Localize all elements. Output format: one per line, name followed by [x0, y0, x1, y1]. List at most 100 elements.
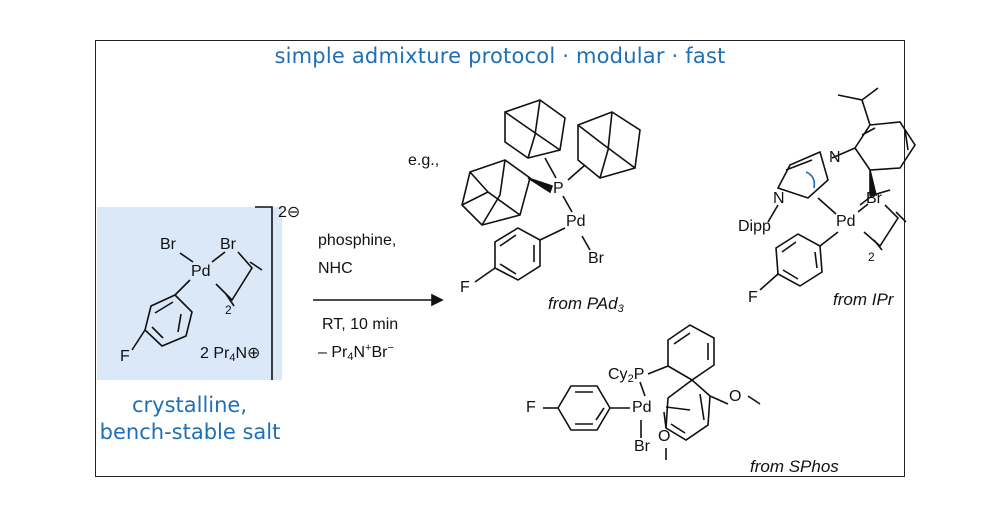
bond-c-ome-2 — [663, 411, 667, 429]
counterion: 2 Pr4N⊕ — [200, 345, 261, 364]
ipr-aryl-ring — [775, 233, 823, 287]
charge-bracket — [255, 206, 273, 380]
bond-c-f-ipr — [759, 273, 779, 291]
dipp-label: Dipp — [738, 218, 771, 235]
dipp-ring-double-1 — [861, 127, 876, 136]
atom-br-pad3: Br — [588, 250, 604, 267]
sphos-lower-double-2 — [670, 423, 686, 434]
isopropyl-2c — [859, 194, 874, 206]
bond-p-ad3 — [567, 164, 586, 181]
bond-p-aryl — [647, 365, 669, 375]
salt-ring-double-1 — [177, 313, 182, 333]
reagent-phosphine: phosphine, — [318, 232, 397, 249]
pad3-ring-double-2 — [499, 234, 517, 247]
atom-f-salt: F — [120, 348, 130, 365]
atom-o-sphos-2: O — [658, 428, 671, 445]
bond-c-ome-1 — [709, 395, 729, 405]
salt-structure — [131, 206, 273, 380]
atom-br-1: Br — [160, 236, 176, 253]
salt-ring-double-2 — [154, 301, 174, 314]
salt-aryl-ring — [144, 294, 193, 347]
atom-f-pad3: F — [460, 279, 470, 296]
salt-caption-line2: bench-stable salt — [99, 420, 281, 444]
atom-br-sphos: Br — [634, 438, 650, 455]
bond-n-dipp — [831, 147, 856, 159]
imidazole-ring — [776, 150, 829, 199]
sphos-upper-double-1 — [673, 332, 691, 345]
bond-pd-br-ipr — [857, 203, 869, 213]
conditions-rt: RT, 10 min — [322, 316, 399, 333]
adamantyl-cage-2 — [504, 99, 566, 159]
dimer-subscript: 2 — [225, 303, 232, 317]
ipr-ring-double-2 — [781, 241, 797, 253]
atom-n-ipr-1: N — [829, 149, 841, 166]
adamantyl-cage-1-inner-b — [481, 159, 506, 226]
dimer-cut-2 — [225, 293, 235, 307]
bridge-bonds — [215, 251, 253, 302]
bond-pd-aryl-pad3 — [539, 227, 566, 241]
ipr-ring-double-3 — [782, 269, 799, 280]
atom-pd-salt: Pd — [191, 263, 211, 280]
bond-pd-aryl — [174, 279, 191, 296]
adamantyl-cage-2-inner-a — [504, 111, 561, 151]
adamantyl-cage-1-inner-a — [469, 171, 521, 216]
atom-f-sphos: F — [526, 399, 536, 416]
bond-n-dipp-lower — [767, 204, 779, 223]
scheme-title: simple admixture protocol · modular · fa… — [274, 44, 726, 68]
eg-label: e.g., — [408, 152, 440, 169]
bond-pd-aryl-ipr — [819, 231, 839, 247]
bond-c-f-pad3 — [474, 267, 496, 283]
sphos-upper-ring — [667, 324, 715, 381]
dimer-cut-1 — [249, 261, 263, 271]
adamantyl-cage-2-inner-b — [527, 99, 541, 159]
atom-pd-pad3: Pd — [566, 213, 586, 230]
atom-cy2p: Cy2P — [608, 366, 645, 385]
imidazole-double — [785, 159, 813, 171]
isopropyl-1a — [837, 94, 871, 126]
bond-pd-br-pad3 — [581, 235, 591, 251]
reaction-arrow — [313, 293, 444, 307]
bond-c-pd-ipr — [817, 197, 837, 215]
isopropyl-1b — [861, 87, 879, 101]
adamantyl-cage-3-inner-a — [577, 124, 636, 169]
atom-p-pad3: P — [553, 180, 564, 197]
bond-p-pd-sphos — [639, 381, 646, 397]
salt-caption-line1: crystalline, — [131, 393, 248, 417]
label-from-ipr: from IPr — [833, 290, 894, 309]
carbene-arc — [805, 171, 816, 189]
bond-p-pd — [562, 195, 573, 213]
dipp-ring — [854, 121, 916, 171]
byproduct: – Pr4N+Br− — [318, 342, 394, 363]
ipr-structure — [759, 87, 916, 291]
ipr-subscript: 2 — [868, 250, 875, 264]
adamantyl-cage-3-inner-b — [599, 111, 613, 179]
bond-c-f — [131, 329, 146, 351]
salt-highlight-box — [97, 207, 282, 380]
sphos-structure — [543, 324, 761, 460]
bond-p-ad2 — [544, 157, 557, 179]
reagent-nhc: NHC — [318, 260, 353, 277]
pad3-ring-double-3 — [499, 263, 517, 275]
ipr-ring-double-1 — [814, 251, 818, 269]
scheme-frame — [95, 40, 905, 477]
label-from-pad3: from PAd3 — [548, 294, 624, 315]
atom-f-ipr: F — [748, 289, 758, 306]
pd-arene-interaction — [665, 406, 691, 411]
ipr-bridge — [863, 204, 900, 248]
atom-o-sphos-1: O — [729, 388, 742, 405]
atom-br-ipr: Br — [866, 190, 882, 207]
label-from-sphos: from SPhos — [750, 457, 839, 476]
bond-br-pd — [179, 252, 194, 263]
dipp-ring-double-2 — [904, 129, 909, 151]
pad3-structure — [461, 99, 641, 283]
atom-pd-sphos: Pd — [632, 399, 652, 416]
atom-br-2: Br — [220, 236, 236, 253]
bond-o-me-1 — [747, 395, 761, 405]
adamantyl-cage-1-inner-c — [461, 191, 489, 206]
ipr-cut-2 — [873, 239, 883, 251]
sphos-lower-double-1 — [699, 393, 705, 421]
salt-charge: 2⊖ — [278, 204, 301, 221]
bond-pd-br — [211, 251, 226, 263]
salt-ring-double-3 — [151, 326, 164, 339]
